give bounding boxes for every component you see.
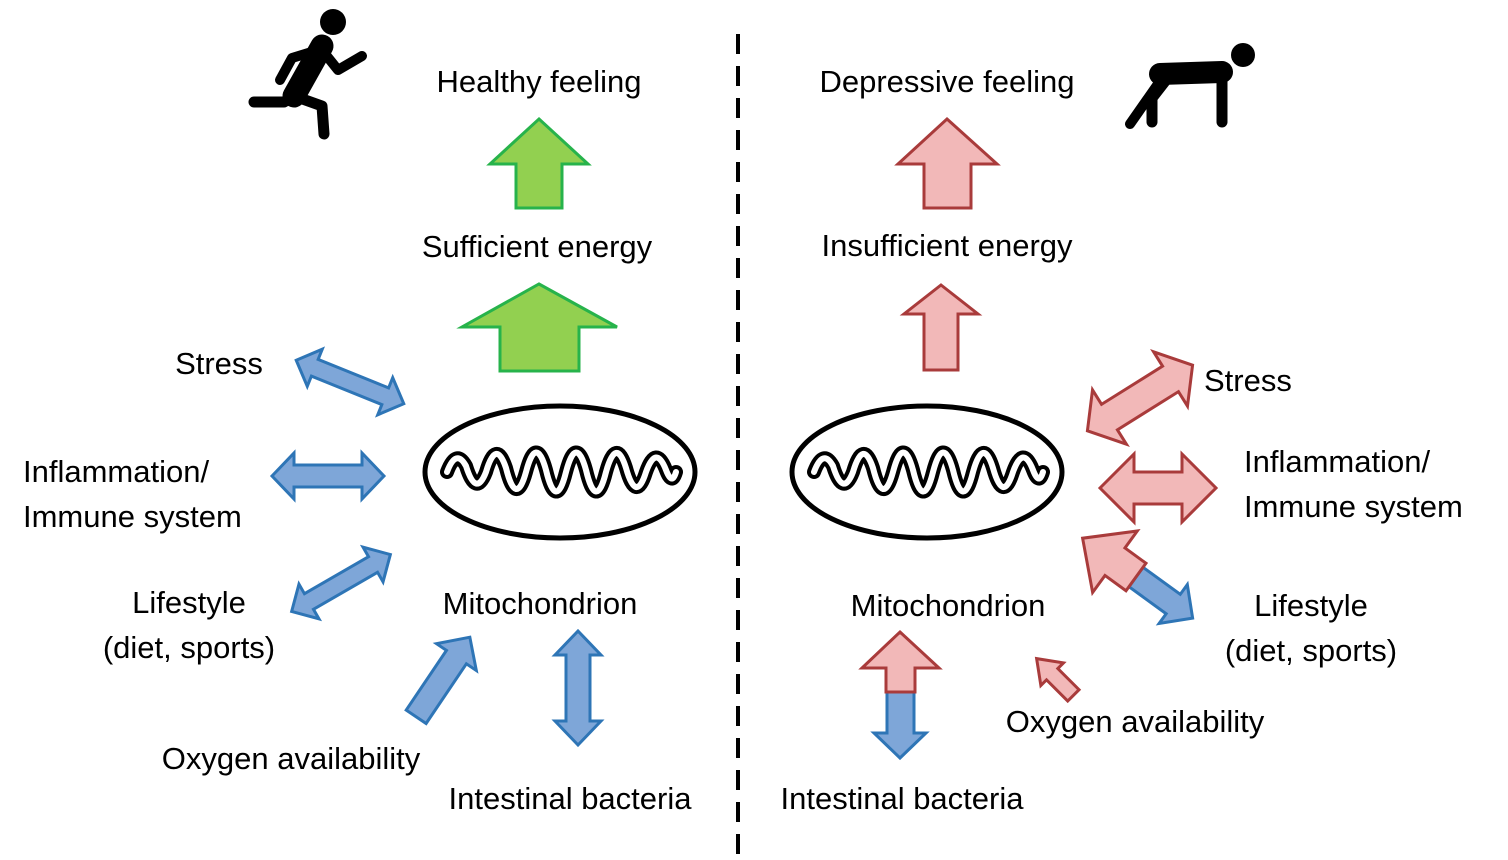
inflammation-label-line1: Inflammation/ bbox=[23, 454, 210, 489]
mitochondrion-label-right: Mitochondrion bbox=[850, 588, 1046, 623]
sufficient-energy-label: Sufficient energy bbox=[421, 229, 653, 264]
inflammation-label-line2: Immune system bbox=[23, 499, 242, 534]
depressive-feeling-label: Depressive feeling bbox=[819, 64, 1075, 99]
pink-up-arrow-bottom bbox=[899, 283, 983, 372]
pink-up-arrow-top bbox=[894, 116, 1001, 210]
insufficient-energy-label: Insufficient energy bbox=[821, 228, 1073, 263]
healthy-feeling-label: Healthy feeling bbox=[436, 64, 642, 99]
bacteria-double-arrow bbox=[551, 628, 605, 748]
lifestyle-double-arrow bbox=[289, 544, 393, 622]
lifestyle-label-right-line2: (diet, sports) bbox=[1224, 633, 1398, 668]
inflammation-label-right-line1: Inflammation/ bbox=[1244, 444, 1431, 479]
oxygen-single-arrow bbox=[404, 635, 479, 726]
intestinal-bacteria-label-right: Intestinal bacteria bbox=[780, 781, 1024, 816]
running-person-icon bbox=[248, 9, 367, 140]
stress-label: Stress bbox=[175, 346, 263, 381]
intestinal-bacteria-label: Intestinal bacteria bbox=[448, 781, 692, 816]
lifestyle-label: Lifestyle (diet, sports) bbox=[103, 580, 275, 670]
exhausted-person-icon bbox=[1125, 43, 1255, 129]
lifestyle-label-right-line1: Lifestyle bbox=[1254, 588, 1368, 623]
lifestyle-label-line2: (diet, sports) bbox=[102, 630, 276, 665]
inflammation-label-right: Inflammation/ Immune system bbox=[1244, 439, 1463, 529]
inflammation-double-arrow-right bbox=[1097, 450, 1219, 526]
green-up-arrow-bottom bbox=[456, 282, 618, 373]
lifestyle-label-line1: Lifestyle bbox=[132, 585, 246, 620]
oxygen-availability-label-right: Oxygen availability bbox=[1005, 704, 1265, 739]
stress-double-arrow bbox=[294, 346, 406, 418]
oxygen-availability-label: Oxygen availability bbox=[161, 741, 421, 776]
lifestyle-label-right: Lifestyle (diet, sports) bbox=[1225, 583, 1397, 673]
inflammation-double-arrow bbox=[269, 449, 387, 503]
mitochondrion-label: Mitochondrion bbox=[442, 586, 638, 621]
stress-double-arrow-right bbox=[1085, 348, 1195, 448]
inflammation-label: Inflammation/ Immune system bbox=[23, 449, 242, 539]
lifestyle-mixed-arrow bbox=[1080, 529, 1195, 626]
stress-label-right: Stress bbox=[1204, 363, 1292, 398]
mitochondrion-icon bbox=[422, 403, 698, 541]
inflammation-label-right-line2: Immune system bbox=[1244, 489, 1463, 524]
bacteria-mixed-arrow bbox=[858, 629, 943, 761]
mitochondrion-icon-right bbox=[789, 403, 1065, 541]
green-up-arrow-top bbox=[486, 116, 592, 210]
oxygen-single-arrow-right bbox=[1034, 656, 1082, 704]
